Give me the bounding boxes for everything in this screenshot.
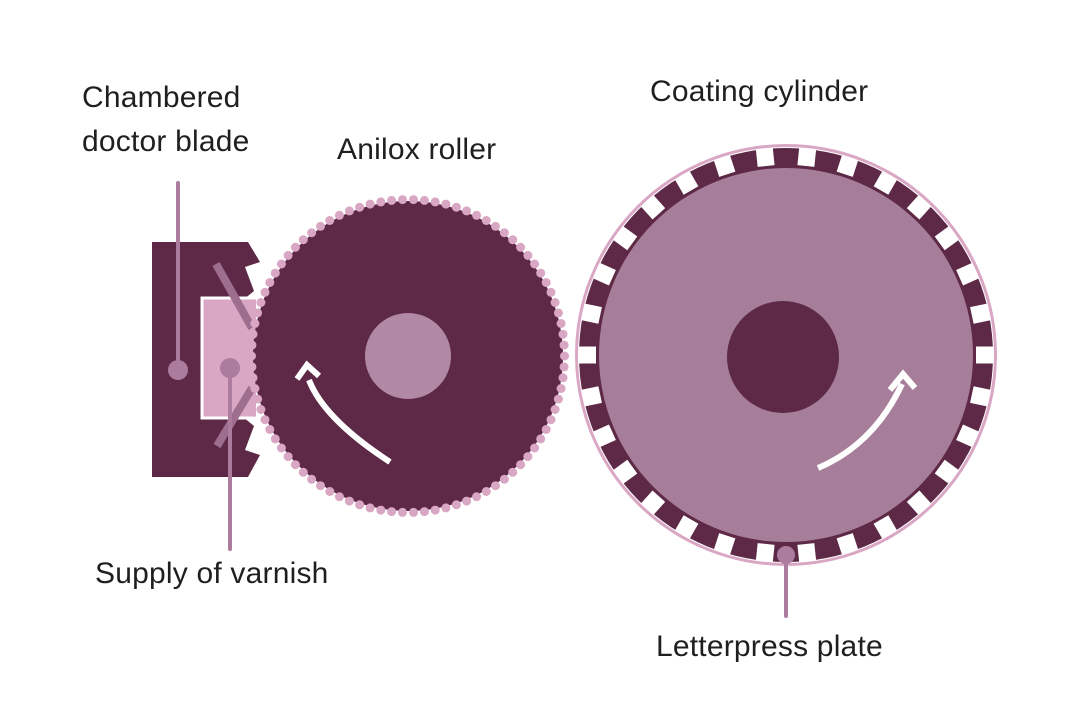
coating-rotation-arrow (816, 369, 918, 471)
label-anilox-roller: Anilox roller (337, 133, 497, 166)
anilox-rotation-arrow (294, 360, 392, 465)
label-chambered-doctor-blade: Chambered doctor blade (82, 81, 250, 158)
leader-dot (220, 358, 240, 378)
varnish-leader (220, 358, 240, 551)
doctor-blade-top (212, 262, 256, 330)
label-letterpress-plate: Letterpress plate (656, 630, 883, 663)
doctor-blade-bottom (213, 385, 256, 449)
leader-dot (168, 360, 188, 380)
anilox-hub (365, 313, 451, 399)
chambered-doctor-blade-leader (168, 181, 188, 380)
anilox-engraving-dots (247, 195, 569, 517)
coating-hub (727, 301, 839, 413)
leader-dot (777, 546, 795, 564)
letterpress-leader (777, 546, 795, 618)
label-supply-of-varnish: Supply of varnish (95, 557, 329, 590)
label-coating-cylinder: Coating cylinder (650, 75, 869, 108)
